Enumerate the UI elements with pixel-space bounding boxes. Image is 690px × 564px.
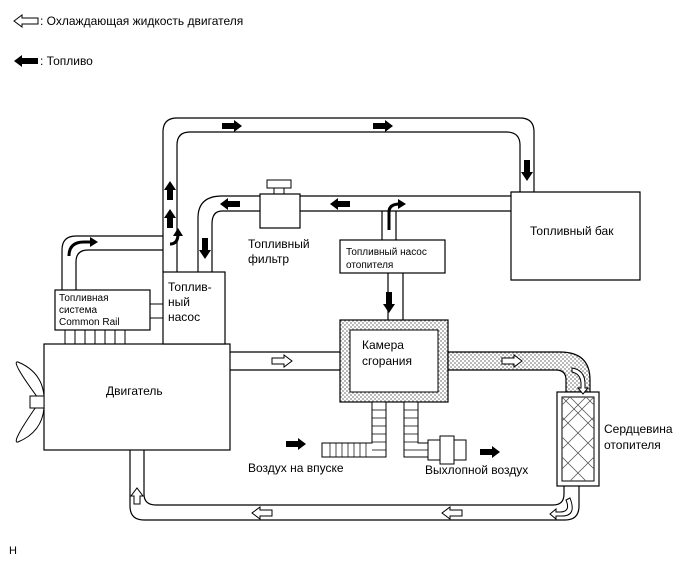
coolant-arrow-icon: [549, 497, 573, 521]
combustion-chamber-label-2: сгорания: [362, 354, 412, 368]
rail-feed-line-outer: [61, 235, 163, 290]
fuel-arrow-right-icon: [373, 120, 393, 132]
fuel-arrow-right-icon: [480, 446, 500, 458]
svg-text:: Топливо: : Топливо: [40, 54, 93, 68]
fuel-arrow-up-icon: [173, 228, 183, 236]
legend-fuel: : Топливо: [14, 54, 93, 68]
coolant-lines: [129, 351, 580, 521]
rail-feed-line-inner: [75, 249, 163, 290]
coolant-arrow-left-icon: [441, 506, 463, 520]
fuel-return-line-outer: [162, 117, 535, 272]
svg-text:Топлив- ный насос: Топлив- ный насос: [168, 280, 215, 324]
intake-pipe: [321, 401, 387, 458]
fuel-filter-label-1: Топливный: [248, 237, 310, 251]
fuel-filter-label-2: фильтр: [248, 252, 289, 266]
coolant-flow-arrows: [130, 354, 590, 521]
common-rail-label-2: система: [59, 305, 97, 316]
coolant-arrow-icon: [130, 487, 144, 505]
fuel-tank-label: Топливный бак: [530, 224, 614, 238]
svg-text:Топливный насос отопител: Топливный насос отопителя: [346, 247, 430, 271]
coolant-return-inner: [143, 450, 565, 506]
fuel-lines: [61, 117, 535, 320]
fuel-feed-line-outer: [197, 195, 511, 272]
coolant-arrow-icon: [13, 14, 39, 28]
svg-text:Сердцевина отопителя: Сердцевина отопителя: [604, 422, 676, 452]
combustion-chamber: Камера сгорания: [339, 319, 449, 403]
fan-icon: [15, 361, 45, 443]
heater-pump-branch: [381, 211, 397, 240]
intake-air-label: Воздух на впуске: [248, 461, 344, 475]
fuel-arrow-right-icon: [286, 438, 306, 450]
heater-fuel-pump: Топливный насос отопителя: [339, 239, 446, 274]
common-rail-system: Топливная система Common Rail: [54, 289, 163, 344]
fuel-arrow-left-icon: [330, 198, 350, 210]
fuel-arrow-up-icon: [164, 181, 176, 200]
fuel-arrow-icon: [14, 55, 38, 67]
engine: Двигатель: [43, 343, 231, 451]
fuel-arrow-up-icon: [164, 209, 176, 228]
svg-text:Камера сгорания: Камера сгорания: [362, 338, 412, 368]
hot-coolant-pipe: [447, 351, 591, 393]
fuel-arrow-down-icon: [199, 238, 211, 259]
fuel-arrow-right-icon: [90, 237, 98, 247]
common-rail-label-3: Common Rail: [59, 317, 120, 328]
exhaust-air-label: Выхлопной воздух: [425, 463, 528, 477]
heater-fuel-pump-label-1: Топливный насос: [346, 247, 427, 258]
fuel-pump-label-3: насос: [168, 310, 200, 324]
fuel-filter: Топливный фильтр: [248, 179, 313, 266]
svg-text:Топливный фильтр: Топливный фильтр: [248, 237, 313, 266]
fuel-return-line-inner: [176, 131, 521, 272]
common-rail-label-1: Топливная: [59, 293, 109, 304]
fuel-pump-label-2: ный: [168, 295, 190, 309]
coolant-return-outer: [129, 450, 580, 521]
heater-core: Сердцевина отопителя: [556, 391, 676, 487]
svg-text:Топливная система: Топливная система Common Rail: [59, 293, 120, 328]
heater-fuel-pump-label-2: отопителя: [346, 260, 393, 271]
combustion-chamber-label-1: Камера: [362, 338, 404, 352]
exhaust-pipe: [403, 401, 467, 465]
coolant-arrow-left-icon: [251, 506, 273, 520]
corner-code: H: [9, 545, 17, 557]
coolant-arrow-icon: [571, 367, 590, 395]
fuel-arrow-down-icon: [521, 160, 533, 181]
heater-core-label-2: отопителя: [604, 438, 661, 452]
fuel-arrow-right-icon: [398, 199, 406, 209]
fuel-arrow-right-icon: [222, 120, 242, 132]
fuel-pump: Топлив- ный насос: [162, 271, 226, 345]
legend-coolant-label: Охлаждающая жидкость двигателя: [47, 14, 244, 28]
engine-label: Двигатель: [106, 384, 163, 398]
fuel-flow-arrows: [164, 120, 533, 458]
fuel-pump-label-1: Топлив-: [168, 280, 212, 294]
fuel-arrow-left-icon: [220, 198, 240, 210]
coolant-arrow-right-icon: [501, 354, 523, 368]
legend-fuel-label: Топливо: [47, 54, 94, 68]
svg-text:: Охлаждающая жидкость двигате: : Охлаждающая жидкость двигателя: [40, 14, 243, 28]
fuel-arrow-down-icon: [383, 292, 395, 313]
coolant-arrow-right-icon: [271, 354, 293, 368]
fuel-tank: Топливный бак: [510, 191, 641, 281]
legend-coolant: : Охлаждающая жидкость двигателя: [13, 14, 243, 28]
heater-core-label-1: Сердцевина: [604, 422, 673, 436]
fuel-feed-line-inner: [211, 210, 511, 272]
